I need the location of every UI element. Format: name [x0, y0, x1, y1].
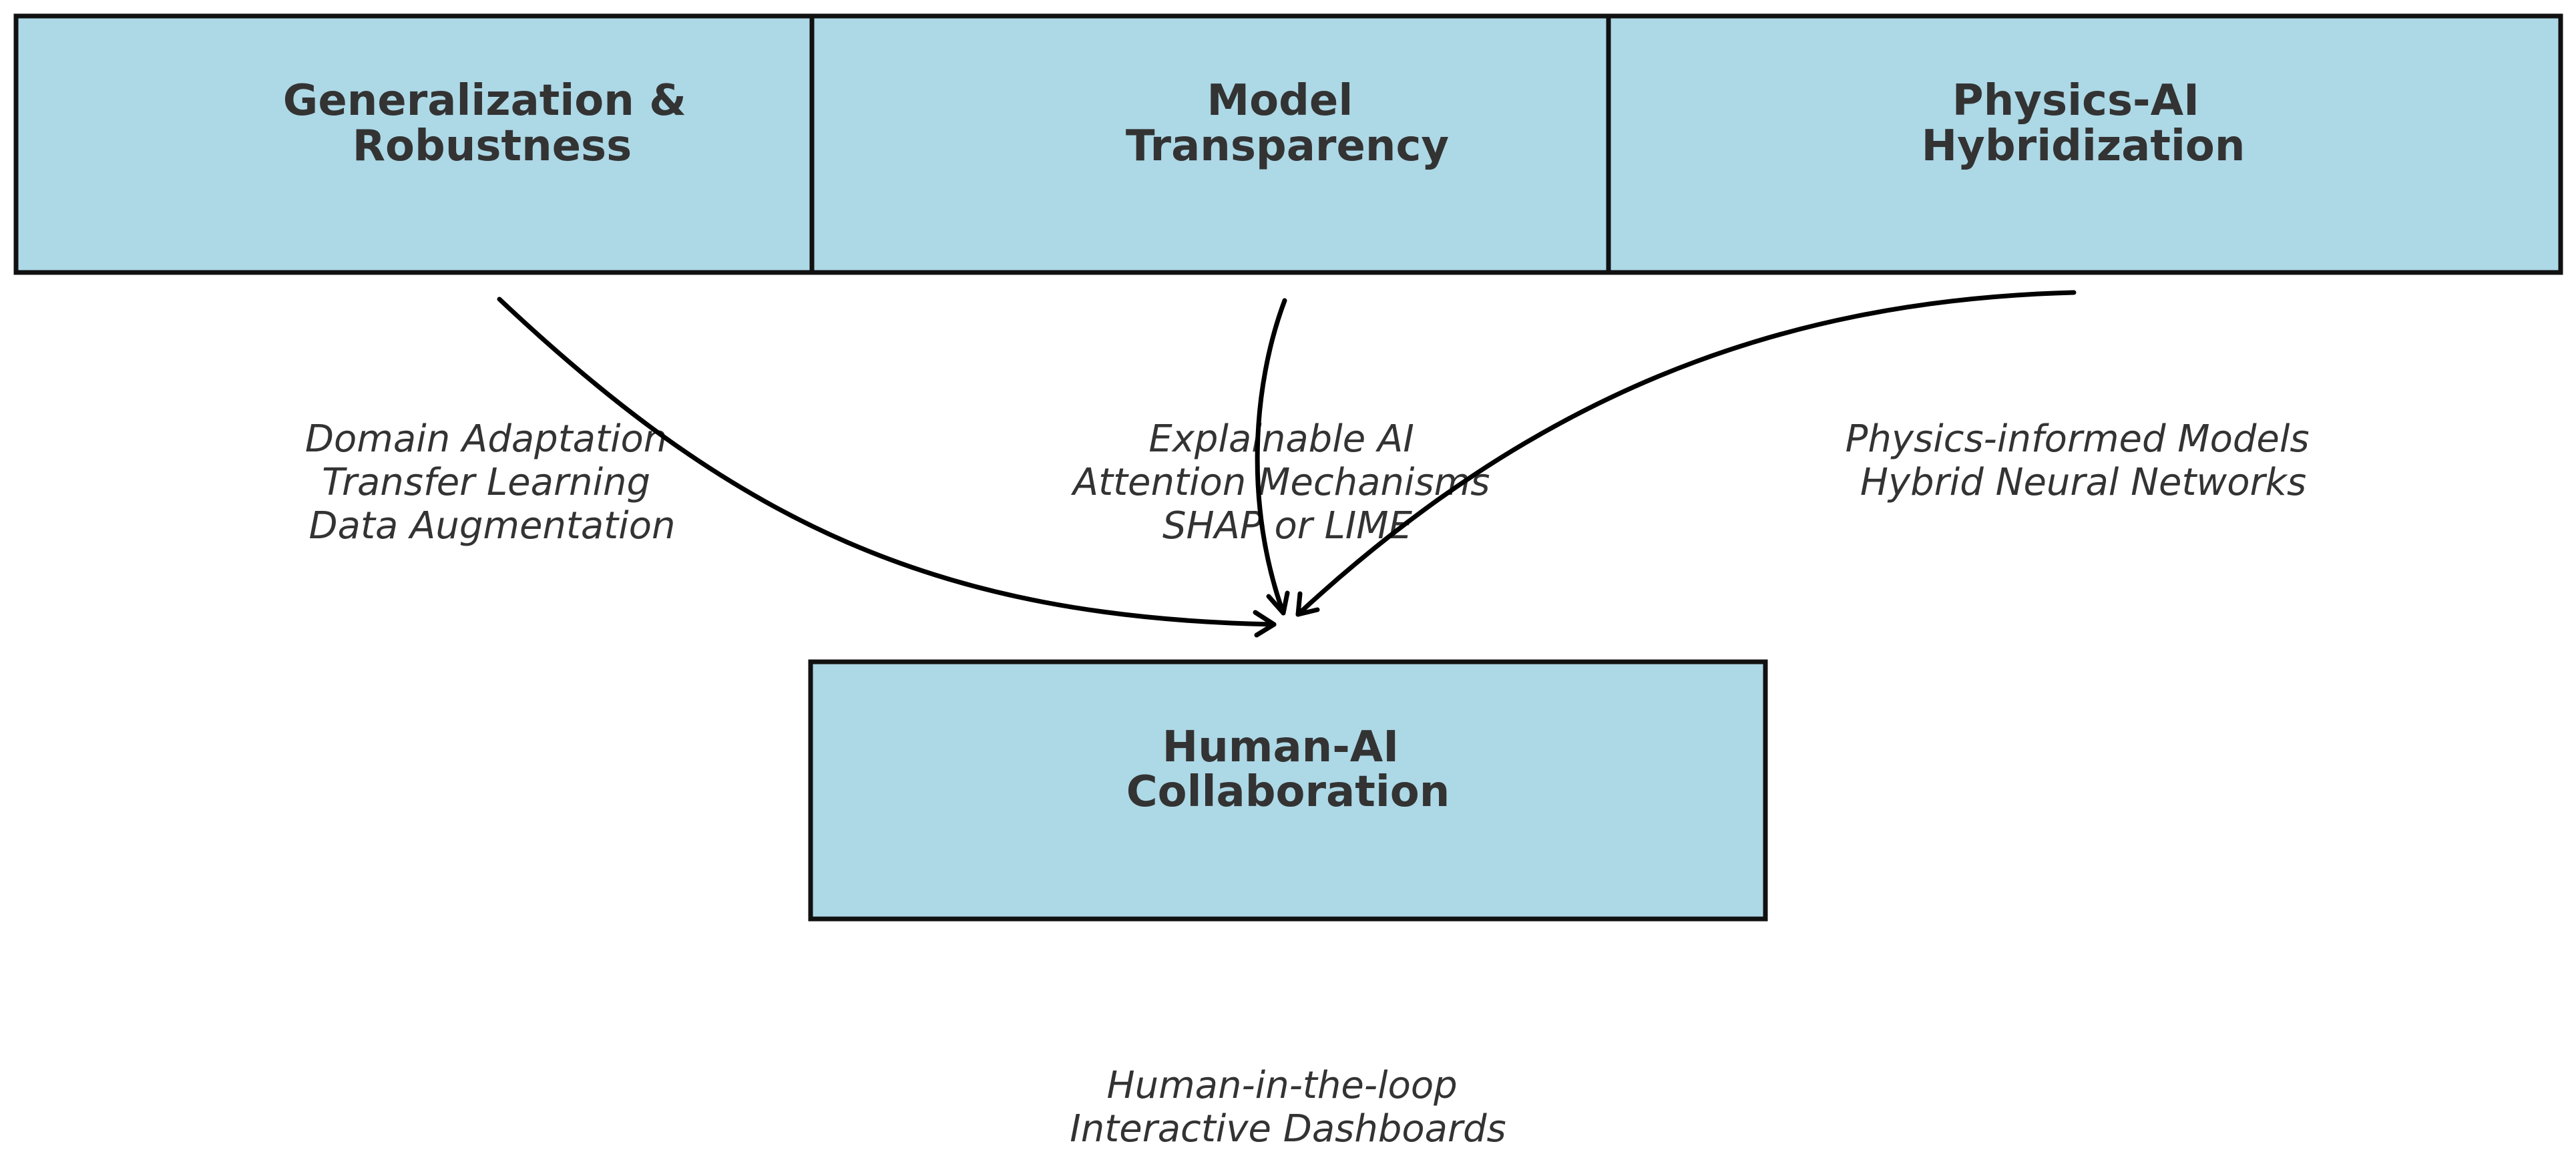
arrow-generalization-to-collaboration — [497, 297, 1277, 638]
box-title-line: Physics-AI — [1952, 76, 2199, 126]
note-line: Human-in-the-loop — [1107, 1064, 1458, 1107]
note-line: Transfer Learning — [322, 461, 650, 504]
box-generalization-robustness: Generalization & Robustness — [13, 13, 815, 275]
note-line: Hybrid Neural Networks — [1860, 461, 2306, 504]
arrow-physics-to-collaboration — [1295, 290, 2077, 617]
svg-text:Generalization & Robustn: Generalization & Robustness — [283, 76, 701, 171]
svg-text:Human-AI Collaboration: Human-AI Collaboration — [1126, 723, 1450, 817]
note-line: Explainable AI — [1148, 417, 1414, 461]
box-title-line: Robustness — [353, 122, 632, 171]
box-title-line: Model — [1207, 76, 1353, 126]
note-line: SHAP or LIME — [1162, 504, 1413, 548]
box-human-ai-collaboration: Human-AI Collaboration — [808, 659, 1768, 922]
box-physics-ai-hybridization: Physics-AI Hybridization — [1606, 13, 2563, 275]
box-title-line: Transparency — [1126, 122, 1449, 171]
box-title-line: Human-AI — [1162, 723, 1399, 772]
svg-text:Physics-AI Hybridization: Physics-AI Hybridization — [1922, 76, 2245, 171]
notes-human-ai-collaboration: Human-in-the-loop Interactive Dashboards — [1070, 1064, 1506, 1151]
note-line: Interactive Dashboards — [1070, 1107, 1506, 1151]
note-line: Domain Adaptation — [305, 417, 667, 461]
box-title-line: Generalization & — [283, 76, 686, 126]
notes-generalization: Domain Adaptation Transfer Learning Data… — [305, 417, 679, 548]
notes-physics-hybridization: Physics-informed Models Hybrid Neural Ne… — [1846, 417, 2322, 504]
note-line: Attention Mechanisms — [1071, 461, 1490, 504]
arrow-transparency-to-collaboration — [1255, 298, 1290, 616]
note-line: Data Augmentation — [309, 504, 676, 548]
box-title-line: Hybridization — [1922, 122, 2245, 171]
box-model-transparency: Model Transparency — [809, 13, 1611, 275]
svg-text:Model Transparency: Model Transparency — [1126, 76, 1449, 171]
box-title-line: Collaboration — [1126, 767, 1450, 817]
note-line: Physics-informed Models — [1846, 417, 2310, 461]
notes-transparency: Explainable AI Attention Mechanisms SHAP… — [1071, 417, 1502, 548]
